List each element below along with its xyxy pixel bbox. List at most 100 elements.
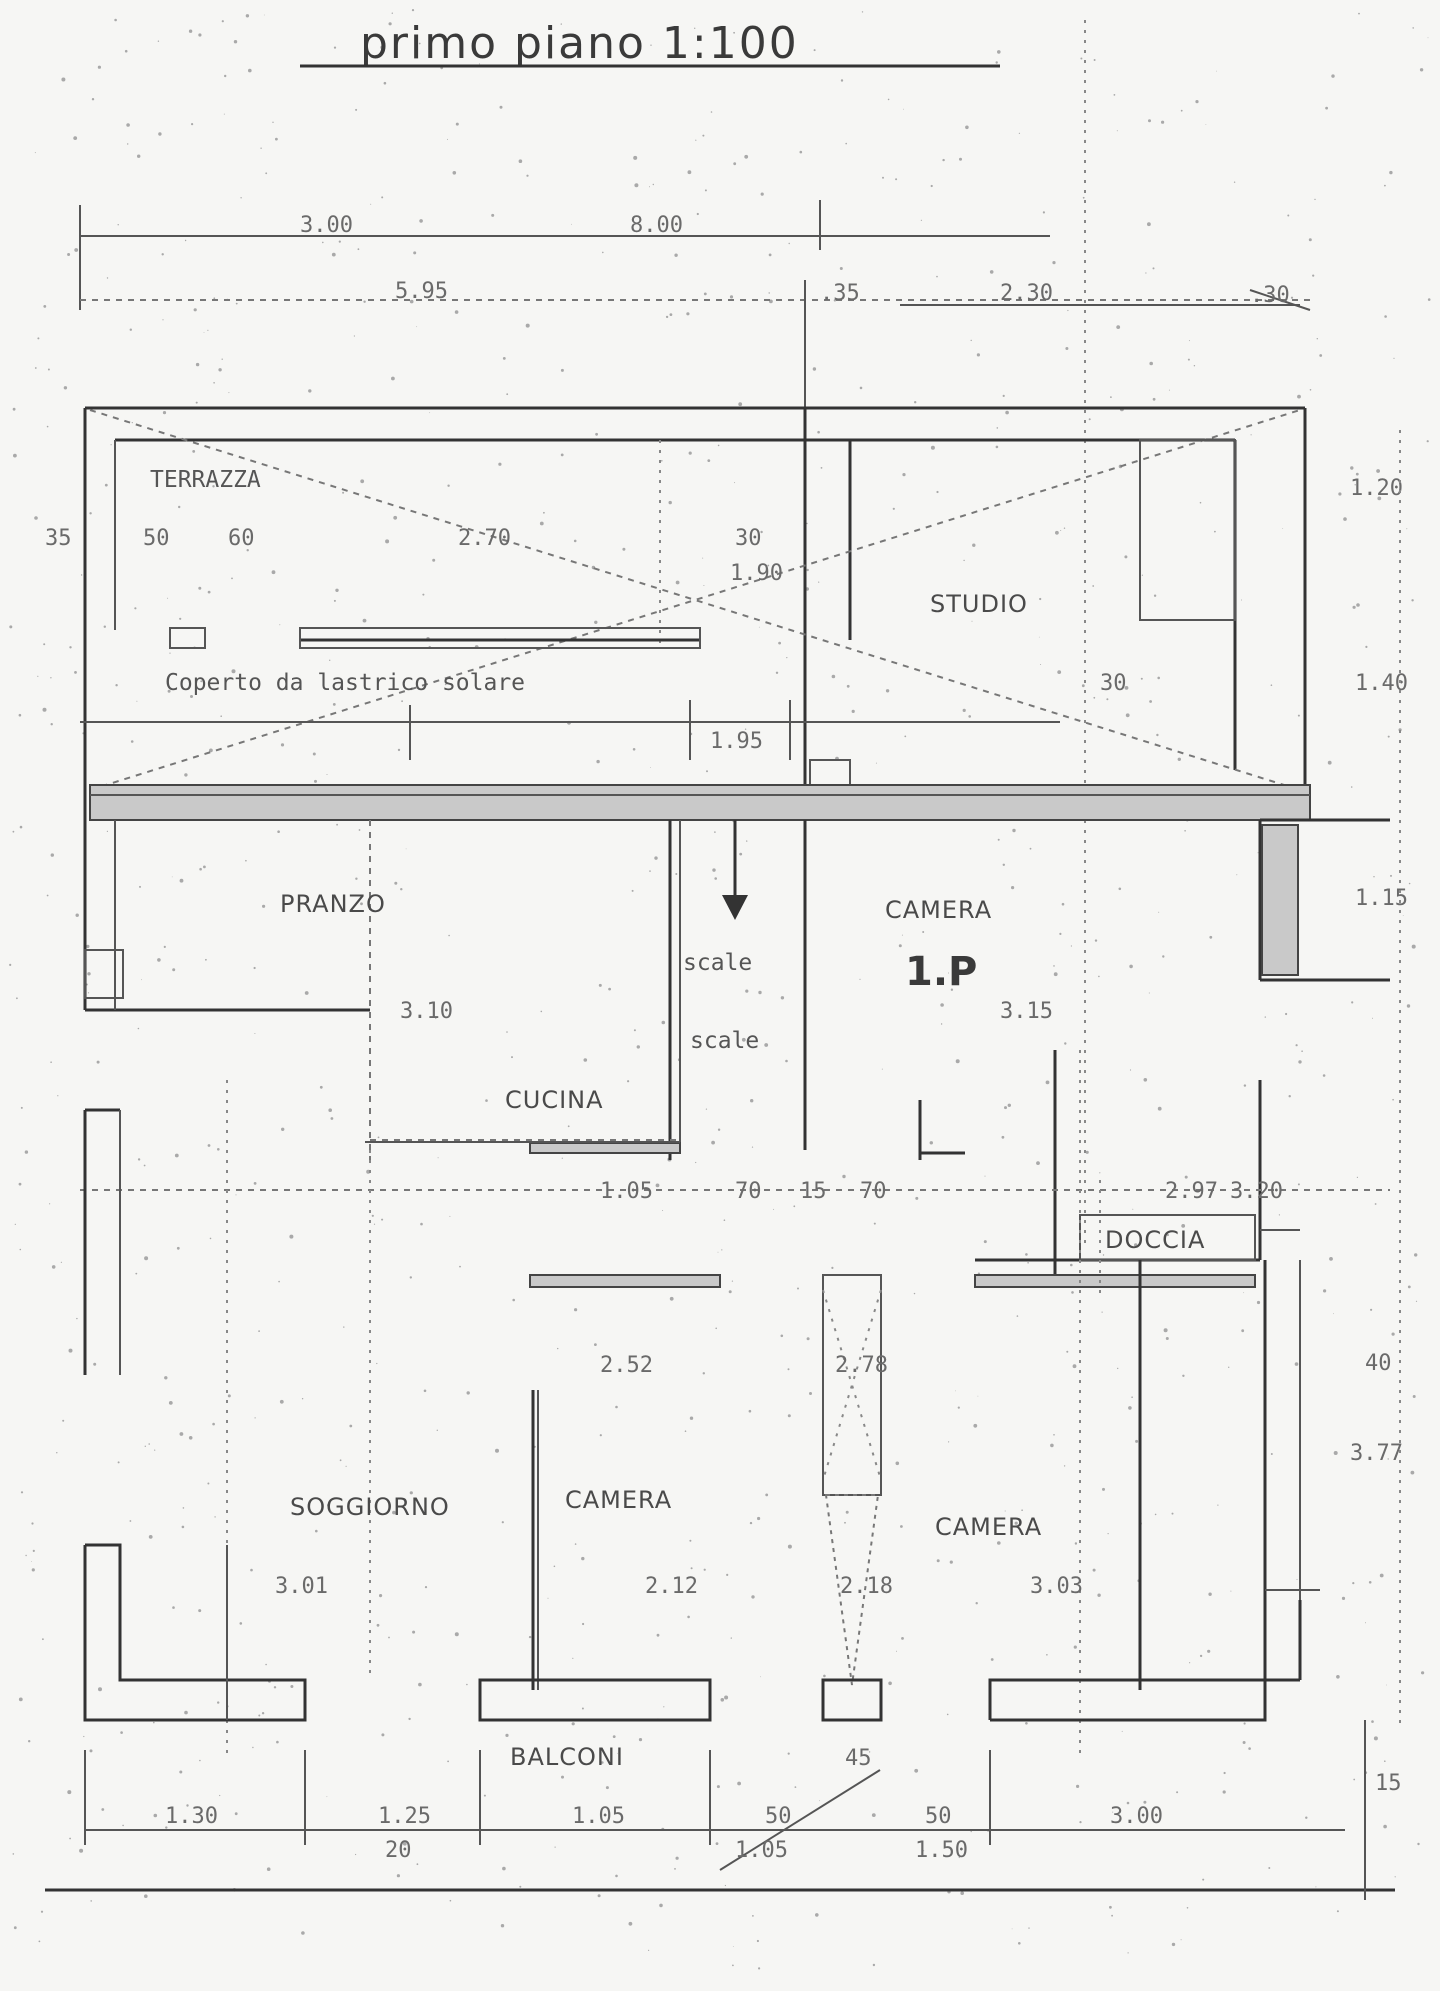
noise-speck [353, 335, 355, 337]
noise-speck [1080, 57, 1083, 60]
noise-speck [1007, 1103, 1011, 1108]
noise-speck [1365, 645, 1368, 649]
noise-speck [319, 1085, 323, 1089]
noise-speck [799, 150, 803, 154]
noise-speck [333, 599, 336, 602]
noise-speck [1141, 574, 1143, 576]
noise-speck [1140, 677, 1143, 680]
noise-speck [416, 1863, 419, 1866]
noise-speck [1214, 530, 1216, 533]
noise-speck [1315, 1886, 1317, 1888]
noise-speck [167, 597, 169, 599]
noise-speck [868, 1751, 871, 1753]
noise-speck [1207, 1649, 1211, 1653]
noise-speck [1066, 1350, 1069, 1353]
noise-speck [362, 618, 367, 623]
noise-speck [1387, 735, 1390, 738]
noise-speck [437, 1157, 439, 1159]
noise-speck [793, 1205, 796, 1208]
noise-speck [1073, 1645, 1077, 1649]
noise-speck [1158, 911, 1160, 913]
noise-speck [1208, 1592, 1212, 1596]
noise-speck [1384, 315, 1387, 318]
noise-speck [1241, 1329, 1245, 1333]
noise-speck [1301, 1050, 1303, 1052]
noise-speck [87, 972, 91, 976]
noise-speck [674, 1868, 676, 1870]
noise-speck [901, 1637, 904, 1640]
noise-speck [104, 483, 108, 487]
balconies [83, 1543, 1302, 1722]
noise-speck [1061, 902, 1065, 906]
noise-speck [114, 18, 117, 22]
noise-speck [659, 1903, 663, 1908]
noise-speck [1117, 1367, 1119, 1370]
noise-speck [1102, 1487, 1105, 1491]
noise-speck [1042, 211, 1045, 214]
noise-speck [483, 1794, 486, 1797]
noise-speck [973, 1423, 978, 1428]
noise-speck [455, 122, 459, 126]
noise-speck [221, 20, 224, 23]
noise-speck [668, 500, 672, 505]
noise-speck [179, 1432, 184, 1436]
noise-speck [540, 1010, 543, 1013]
noise-speck [262, 904, 266, 908]
noise-speck [134, 607, 137, 610]
noise-speck [137, 1027, 140, 1030]
noise-speck [322, 241, 324, 244]
noise-speck [605, 1786, 609, 1790]
noise-speck [745, 989, 749, 993]
noise-speck [502, 1866, 506, 1871]
bottom-dimension-lines [45, 1720, 1395, 1900]
noise-speck [117, 1461, 120, 1464]
noise-speck [595, 432, 598, 436]
noise-speck [91, 98, 95, 101]
noise-speck [397, 748, 401, 752]
noise-speck [388, 22, 392, 26]
noise-speck [748, 1409, 752, 1413]
noise-speck [597, 1894, 601, 1898]
noise-speck [1082, 196, 1085, 199]
noise-speck [454, 310, 459, 314]
noise-speck [1134, 1243, 1138, 1247]
noise-speck [1308, 238, 1312, 242]
noise-speck [1384, 1760, 1386, 1762]
dim-212: 2.12 [645, 1574, 698, 1599]
noise-speck [355, 108, 358, 111]
noise-speck [435, 1017, 437, 1020]
noise-speck [702, 1372, 705, 1375]
noise-speck [1118, 887, 1122, 891]
noise-speck [172, 1606, 175, 1609]
noise-speck [1106, 698, 1109, 701]
noise-speck [669, 1296, 674, 1301]
noise-speck [574, 1543, 577, 1545]
noise-speck [554, 1846, 556, 1848]
noise-speck [265, 172, 268, 175]
noise-speck [995, 445, 999, 449]
noise-speck [1387, 1458, 1389, 1460]
noise-speck [385, 539, 390, 544]
noise-speck [675, 580, 680, 585]
noise-speck [1168, 389, 1170, 391]
noise-speck [245, 859, 247, 862]
noise-speck [253, 1182, 257, 1185]
noise-speck [198, 33, 202, 37]
noise-speck [87, 992, 90, 994]
noise-speck [98, 1687, 102, 1692]
noise-speck [687, 170, 692, 175]
noise-speck [714, 831, 716, 833]
noise-speck [1411, 599, 1414, 602]
noise-speck [43, 305, 47, 308]
noise-speck [57, 1095, 59, 1097]
noise-speck [360, 479, 365, 484]
noise-speck [376, 1362, 378, 1365]
noise-speck [733, 162, 737, 166]
noise-speck [767, 564, 770, 567]
noise-speck [1412, 27, 1414, 29]
noise-speck [1414, 1253, 1418, 1257]
noise-speck [702, 557, 704, 559]
noise-speck [86, 944, 90, 949]
noise-speck [1152, 397, 1156, 401]
